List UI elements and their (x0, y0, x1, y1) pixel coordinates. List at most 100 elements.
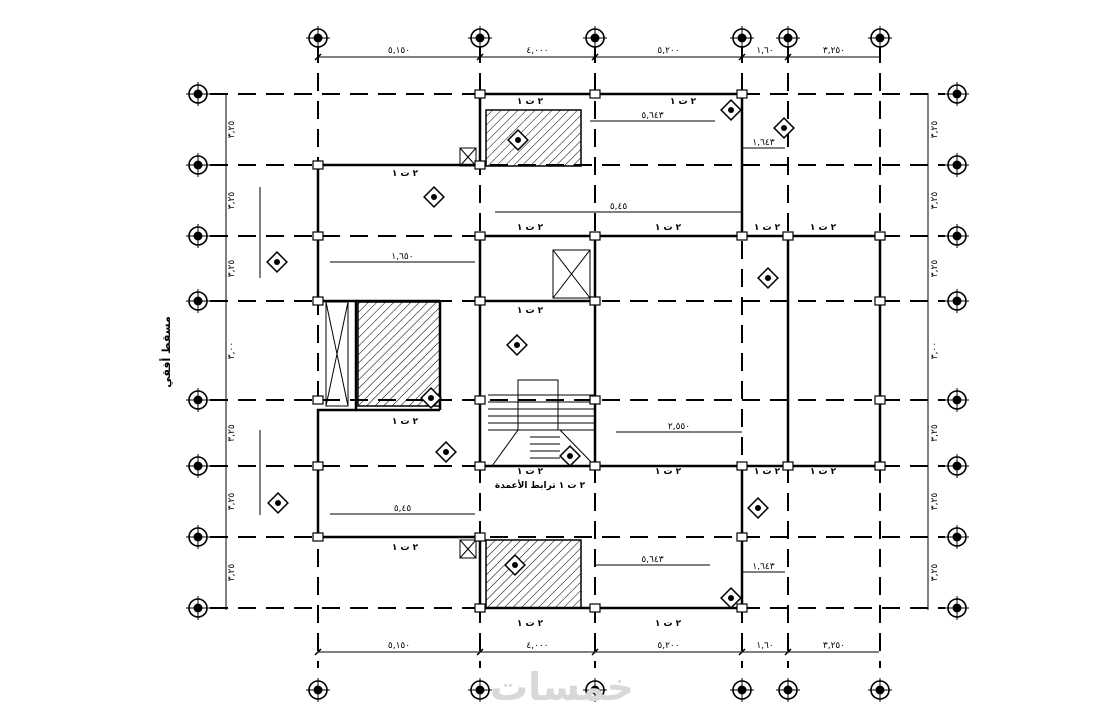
column-marker (474, 296, 486, 306)
beam-label: ٢ ت ١ (392, 543, 419, 553)
section-tag-icon (559, 445, 581, 467)
walls (316, 92, 882, 610)
grid-bubble-bottom (776, 678, 800, 702)
grid-bubble-top (776, 26, 800, 50)
section-tag-icon (504, 554, 526, 576)
inner-dimension-text: ٥,٤٥ (394, 504, 412, 514)
column-marker (474, 160, 486, 170)
beam-label: ٢ ت ١ (517, 97, 544, 107)
section-tag-icon (506, 334, 528, 356)
inner-dimension-text: ٢,٥٥٠ (668, 422, 690, 432)
stair-label: ٢ ت ١ ترابط الأعمدة (495, 479, 586, 491)
watermark: خمسات (490, 665, 634, 709)
grid-bubble-top (583, 26, 607, 50)
grid-bubble-left (186, 596, 210, 620)
column-marker (474, 603, 486, 613)
beam-label: ٢ ت ١ (517, 223, 544, 233)
right-dimension-text: ٣,٢٥ (930, 192, 940, 210)
section-tag-icon (435, 441, 457, 463)
staircase (488, 249, 596, 467)
grid-bubble-right (945, 289, 969, 313)
column-marker (589, 395, 601, 405)
beam-label: ٢ ت ١ (655, 467, 682, 477)
column-marker (589, 296, 601, 306)
section-tag-icon (507, 129, 529, 151)
beam-label: ٢ ت ١ (392, 169, 419, 179)
grid-bubble-bottom (730, 678, 754, 702)
section-tag-icon (747, 497, 769, 519)
grid-bubble-left (186, 454, 210, 478)
section-tag-icon (266, 251, 288, 273)
column-marker (736, 532, 748, 542)
left-dimension-text: ٣,٢٥ (227, 493, 237, 511)
left-dimension-text: ٣,٢٥ (227, 192, 237, 210)
grid-bubble-bottom (468, 678, 492, 702)
beam-label: ٢ ت ١ (517, 306, 544, 316)
left-dimension-text: ٣,٠٠ (227, 342, 237, 359)
beam-label: ٢ ت ١ (655, 619, 682, 629)
grid-bubble-bottom (583, 678, 607, 702)
section-tag-icon (420, 387, 442, 409)
shafts (325, 147, 477, 559)
top-dimension-text: ٥,٢٠٠ (657, 46, 679, 56)
column-marker (312, 395, 324, 405)
bottom-dimension-text: ٥,١٥٠ (388, 641, 410, 651)
beam-label: ٢ ت ١ (392, 417, 419, 427)
column-marker (589, 603, 601, 613)
beam-label: ٢ ت ١ (810, 467, 837, 477)
dimension-lines (225, 56, 929, 653)
grid-bubble-right (945, 82, 969, 106)
column-marker (312, 160, 324, 170)
column-marker (589, 461, 601, 471)
top-dimension-text: ٤,٠٠٠ (526, 46, 548, 56)
grid-bubble-top (306, 26, 330, 50)
top-dimension-text: ١,٦٠ (756, 46, 773, 56)
grid-bubble-left (186, 525, 210, 549)
annotation-layer: ٥,١٥٠٥,١٥٠٤,٠٠٠٤,٠٠٠٥,٢٠٠٥,٢٠٠١,٦٠١,٦٠٣,… (186, 26, 969, 702)
column-marker (736, 461, 748, 471)
beam-label: ٢ ت ١ (810, 223, 837, 233)
column-marker (782, 231, 794, 241)
top-dimension-text: ٣,٢٥٠ (823, 46, 845, 56)
grid-bubble-bottom (868, 678, 892, 702)
inner-dimension-text: ١,٦٥٠ (391, 252, 413, 262)
column-marker (874, 231, 886, 241)
beam-label: ٢ ت ١ (670, 97, 697, 107)
bottom-dimension-text: ١,٦٠ (756, 641, 773, 651)
section-tag-icon (720, 587, 742, 609)
column-marker (312, 231, 324, 241)
column-marker (474, 231, 486, 241)
grid-bubble-right (945, 596, 969, 620)
grid-bubble-left (186, 388, 210, 412)
left-dimension-text: ٣,٢٥ (227, 121, 237, 139)
column-marker (874, 461, 886, 471)
grid-bubble-right (945, 525, 969, 549)
beam-label: ٢ ت ١ (754, 223, 781, 233)
right-dimension-text: ٣,٢٥ (930, 493, 940, 511)
grid-bubble-right (945, 388, 969, 412)
column-marker (312, 296, 324, 306)
grid-bubble-left (186, 82, 210, 106)
right-dimension-text: ٣,٢٥ (930, 564, 940, 582)
inner-dimension-text: ١,٦٤٣ (752, 562, 774, 572)
inner-dimension-text: ٥,٦٤٣ (641, 111, 663, 121)
column-marker (474, 532, 486, 542)
grid-bubble-top (468, 26, 492, 50)
column-marker (589, 231, 601, 241)
column-marker (474, 395, 486, 405)
column-marker (782, 461, 794, 471)
hatched-areas (357, 109, 582, 609)
section-tag-icon (773, 117, 795, 139)
section-tag-icon (757, 267, 779, 289)
inner-dimension-text: ٥,٤٥ (610, 202, 628, 212)
column-marker (874, 395, 886, 405)
column-marker (312, 461, 324, 471)
grid-bubble-top (868, 26, 892, 50)
right-dimension-text: ٣,٠٠ (930, 342, 940, 359)
column-marker (736, 603, 748, 613)
column-marker (474, 89, 486, 99)
column-marker (736, 231, 748, 241)
grid-bubble-right (945, 224, 969, 248)
side-title: مسقط أفقي (159, 316, 173, 388)
